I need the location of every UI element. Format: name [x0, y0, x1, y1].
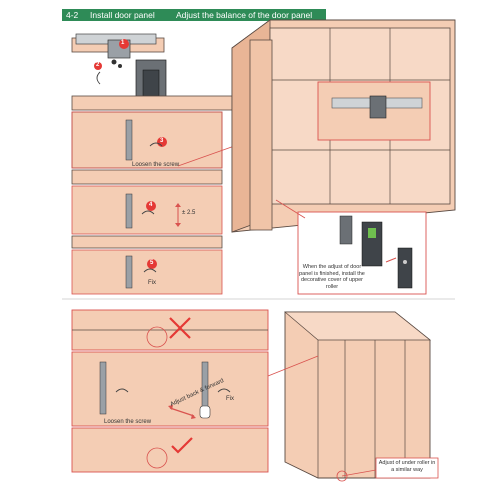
- decorative-cover-note: When the adjust of door panel is finishe…: [299, 264, 365, 290]
- loosen-screw-label-top: Loosen the screw: [132, 162, 180, 168]
- step-3-number: 3: [160, 138, 164, 144]
- step-4-detail: [71, 185, 223, 235]
- step-2-marker: [94, 62, 102, 70]
- step-1-number: 1: [121, 40, 125, 46]
- section-number: 4-2: [62, 9, 92, 21]
- lower-roller-callout: [336, 457, 439, 482]
- callout-line-3: [267, 355, 319, 377]
- fix-label-top: Fix: [148, 280, 156, 286]
- panel-strip-2: [71, 169, 223, 185]
- step-1-marker: [119, 39, 129, 49]
- loosen-screw-label-bottom: Loosen the screw: [104, 419, 152, 425]
- step-3-detail: [71, 111, 223, 169]
- correct-alignment-panel: [71, 427, 269, 473]
- panel-strip-3: [71, 235, 223, 249]
- incorrect-alignment-panel: [71, 309, 269, 351]
- step-5-detail: [71, 249, 223, 295]
- step-5-number: 5: [150, 260, 154, 266]
- panel-strip-1: [71, 95, 233, 111]
- callout-line-2: [275, 199, 306, 219]
- decorative-cover-callout: [297, 211, 427, 295]
- tolerance-label: ± 2.5: [182, 210, 196, 216]
- wardrobe-top-callout: [317, 81, 431, 141]
- adjust-balance-header: Adjust the balance of the door panel: [172, 9, 326, 21]
- step-4-number: 4: [149, 202, 153, 208]
- upper-roller-detail: [71, 33, 167, 101]
- closed-wardrobe: [284, 311, 431, 479]
- install-door-panel-header: Install door panel: [86, 9, 174, 21]
- step-2-number: 2: [96, 62, 100, 68]
- fix-label-bottom: Fix: [226, 396, 234, 402]
- lower-roller-note: Adjust of under roller in a similar way: [378, 460, 436, 473]
- adjust-roller-panel: [71, 351, 269, 427]
